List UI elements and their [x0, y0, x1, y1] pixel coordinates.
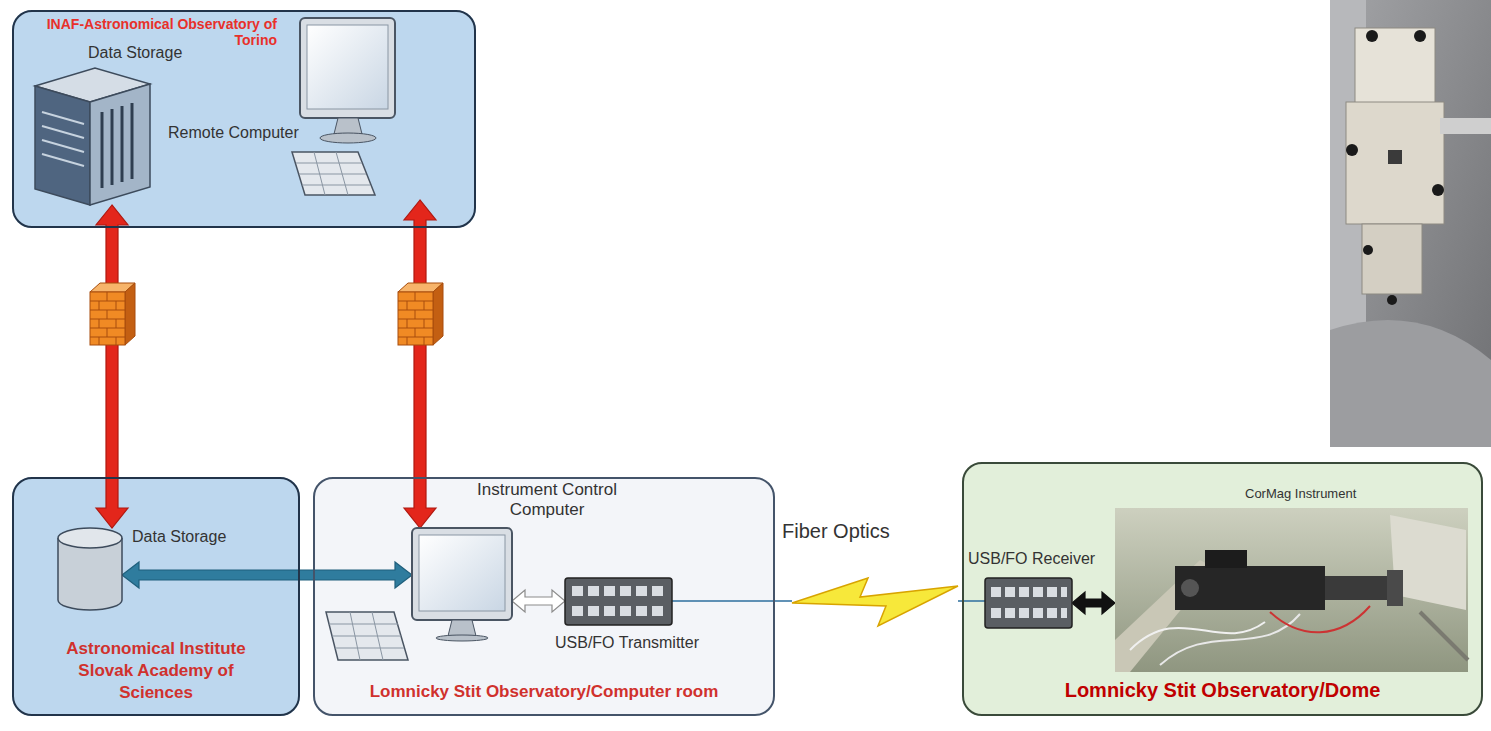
red-double-arrow	[96, 205, 128, 528]
instrument-photo	[1115, 508, 1468, 672]
device-label: USB/FO Receiver	[968, 550, 1095, 568]
server-icon	[35, 68, 150, 205]
device-label: Remote Computer	[168, 124, 299, 142]
device-label: Data Storage	[88, 44, 182, 62]
firewall-icon	[398, 283, 443, 345]
control-computer: Instrument Control Computer	[412, 528, 512, 640]
remote-computer: Remote Computer	[290, 18, 440, 200]
white-double-arrow	[512, 590, 565, 612]
database-cylinder	[58, 528, 122, 610]
arrow-shape	[1072, 592, 1115, 614]
site-panel: INAF-Astronomical Observatory of TorinoD…	[12, 10, 476, 228]
keyboard-icon	[326, 612, 408, 660]
usb-fo-box	[985, 578, 1072, 628]
firewall-icon	[90, 283, 135, 345]
device-label: CorMag Instrument	[1245, 487, 1356, 502]
site-title: INAF-Astronomical Observatory of Torino	[32, 16, 277, 48]
usb-fo-box	[565, 578, 672, 625]
site-panel: Lomnicky Stit Observatory/Computer room I…	[313, 477, 775, 716]
storage-server: Data Storage	[35, 68, 150, 205]
lightning-bolt	[792, 578, 958, 626]
arrow-shape	[96, 205, 128, 528]
blue-double-arrow	[122, 562, 412, 588]
site-panel: Astronomical Institute Slovak Academy of…	[12, 477, 300, 716]
storage-disk: Data Storage	[58, 528, 122, 610]
edge-label: Fiber Optics	[782, 520, 890, 543]
site-panel: Lomnicky Stit Observatory/Dome USB/FO Rec…	[962, 462, 1483, 716]
usb-fo-receiver: USB/FO Receiver	[985, 578, 1072, 628]
arrow-shape	[512, 590, 565, 612]
monitor-icon	[292, 18, 395, 195]
cormag-instrument: CorMag Instrument	[1115, 508, 1468, 672]
device-label: Instrument Control Computer	[447, 480, 647, 519]
black-double-arrow	[1072, 592, 1115, 614]
panel-fill	[12, 477, 300, 716]
arrow-shape	[122, 562, 412, 588]
usb-fo-transmitter: USB/FO Transmitter	[565, 578, 672, 625]
site-title: Astronomical Institute Slovak Academy of…	[41, 638, 271, 704]
site-title: Lomnicky Stit Observatory/Computer room	[324, 682, 764, 702]
monitor-icon	[412, 528, 512, 641]
site-title: Lomnicky Stit Observatory/Dome	[973, 679, 1473, 702]
device-label: Data Storage	[132, 528, 226, 546]
device-label: USB/FO Transmitter	[555, 634, 699, 652]
dome-photo	[1330, 0, 1491, 447]
